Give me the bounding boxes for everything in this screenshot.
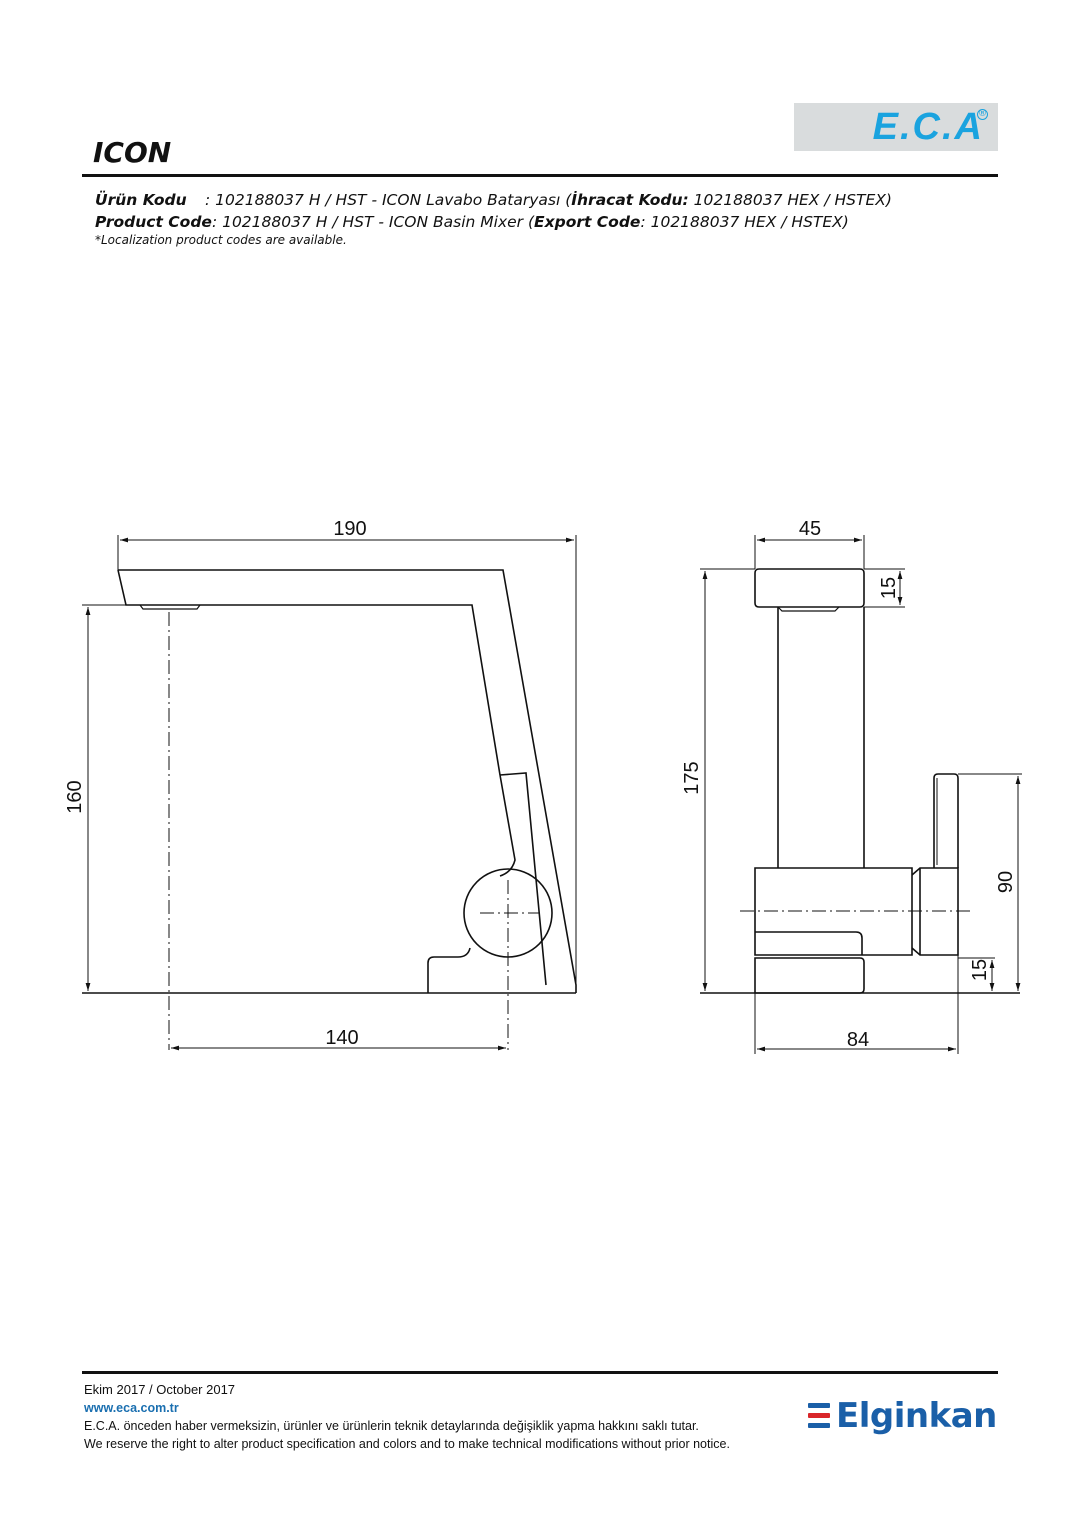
en-export-label: Export Code — [534, 213, 641, 231]
en-export-value: : 102188037 HEX / HSTEX) — [640, 213, 849, 231]
website-link[interactable]: www.eca.com.tr — [84, 1401, 179, 1415]
eca-logo: E.C.A ® — [794, 103, 998, 151]
front-dimension-labels: 190 160 140 — [64, 518, 367, 1049]
tr-export-value: 102188037 HEX / HSTEX) — [688, 191, 892, 209]
side-view — [700, 568, 1020, 994]
elginkan-bars-icon — [808, 1403, 830, 1429]
dim-side-base: 15 — [969, 959, 991, 981]
publication-date: Ekim 2017 / October 2017 — [84, 1382, 236, 1397]
page-title: ICON — [93, 136, 172, 169]
footer: Ekim 2017 / October 2017 www.eca.com.tr … — [84, 1381, 730, 1453]
dim-side-top: 15 — [878, 577, 900, 599]
product-code-tr: Ürün Kodu : 102188037 H / HST - ICON Lava… — [95, 189, 892, 211]
registered-mark: ® — [977, 109, 988, 120]
localization-note: *Localization product codes are availabl… — [95, 233, 347, 247]
side-dimension-lines — [700, 535, 1022, 1054]
en-code-label: Product Code — [95, 213, 212, 231]
front-centerlines — [168, 612, 540, 1050]
dim-side-handle-height: 90 — [995, 871, 1017, 893]
tr-code-value: : 102188037 H / HST - ICON Lavabo Batary… — [205, 191, 572, 209]
side-dimension-labels: 45 15 175 90 15 84 — [681, 518, 1017, 1051]
disclaimer-tr: E.C.A. önceden haber vermeksizin, ürünle… — [84, 1419, 699, 1433]
footer-divider — [82, 1371, 998, 1374]
tr-export-label: İhracat Kodu: — [571, 191, 689, 209]
front-dimension-lines — [82, 535, 577, 1051]
tr-code-label: Ürün Kodu — [95, 191, 187, 209]
elginkan-logo-text: Elginkan — [836, 1396, 997, 1436]
dim-front-reach: 140 — [325, 1027, 358, 1049]
dim-front-width: 190 — [333, 518, 366, 540]
disclaimer-en: We reserve the right to alter product sp… — [84, 1437, 730, 1451]
header-divider — [82, 174, 998, 177]
dim-side-height: 175 — [681, 761, 703, 794]
dim-side-depth: 84 — [847, 1029, 869, 1051]
en-code-value: : 102188037 H / HST - ICON Basin Mixer ( — [211, 213, 535, 231]
dim-side-width: 45 — [799, 518, 821, 540]
dim-front-height: 160 — [64, 780, 86, 813]
product-codes: Ürün Kodu : 102188037 H / HST - ICON Lava… — [95, 189, 892, 247]
product-code-en: Product Code: 102188037 H / HST - ICON B… — [95, 211, 892, 233]
front-view — [82, 569, 577, 994]
eca-logo-text: E.C.A — [872, 106, 984, 148]
